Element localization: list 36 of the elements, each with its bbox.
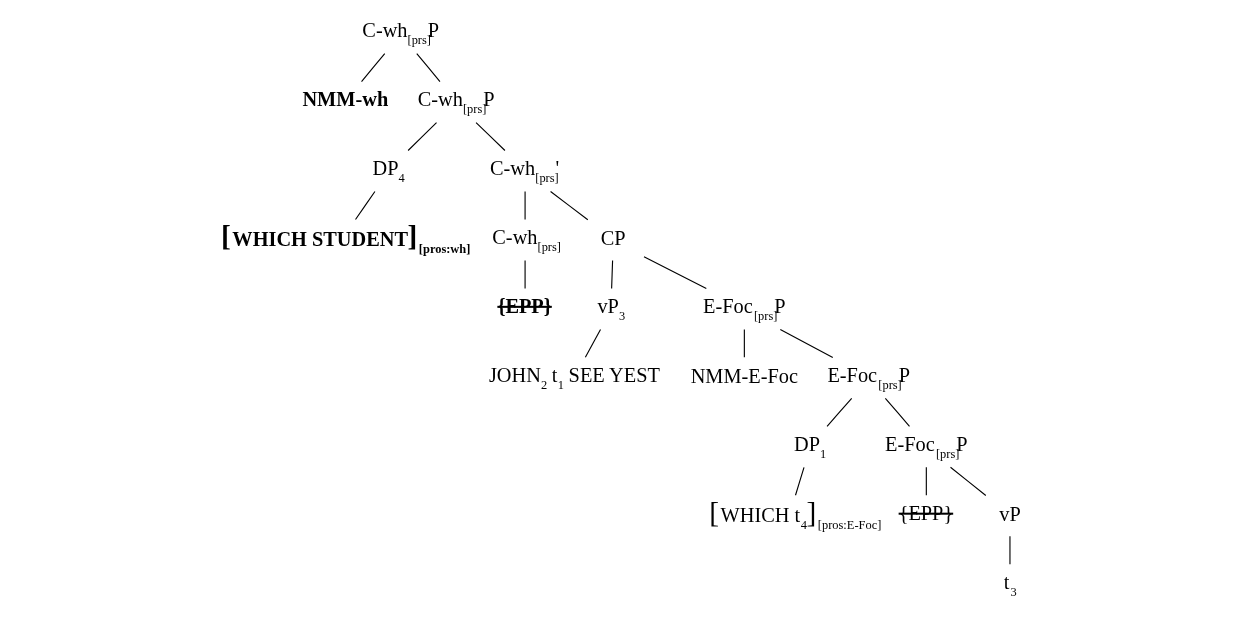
node-text: E-Foc$_{[prs]}$P: [885, 432, 968, 461]
node-text: C-wh$_{[prs]}$P: [417, 88, 495, 117]
node-text: E-Foc$_{[prs]}$P: [703, 294, 786, 323]
node-text: vP: [999, 502, 1021, 525]
connector: [360, 53, 386, 83]
node-text: NMM-E-Foc: [690, 364, 798, 387]
connector: [550, 190, 589, 221]
connector: [416, 53, 441, 83]
node-text: DP$_{4}$: [372, 156, 405, 185]
node-text: C-wh$_{[prs]}$P: [362, 19, 440, 48]
connector: [354, 190, 376, 220]
node-text: JOHN$_{2}$ t$_{1}$ SEE YEST: [488, 363, 660, 392]
node-text: NMM-wh: [302, 88, 389, 111]
node-text: C-wh$_{[prs]}$: [492, 225, 561, 254]
node-text: {EPP}: [898, 501, 954, 524]
connector: [949, 466, 987, 497]
node-text: t$_{3}$: [1003, 570, 1017, 599]
connector: [779, 328, 834, 359]
connector: [794, 466, 805, 496]
connector: [584, 328, 602, 358]
node-text: DP$_{1}$: [794, 432, 827, 461]
connector: [925, 466, 927, 496]
node-text: {EPP}: [497, 294, 552, 317]
node-text: vP$_{3}$: [597, 294, 626, 323]
connector: [643, 256, 707, 290]
node-text: [WHICH STUDENT]$_{[pros:wh]}$: [221, 220, 471, 257]
node-text: C-wh$_{[prs]}$': [490, 156, 560, 185]
node-text: E-Foc$_{[prs]}$P: [827, 363, 910, 392]
connector: [407, 122, 438, 152]
connector: [475, 122, 506, 152]
connector: [611, 259, 614, 289]
node-text: CP: [600, 227, 626, 250]
connector: [884, 397, 911, 427]
node-text: [WHICH t$_{4}$]$_{[pros:E-Foc]}$: [709, 495, 882, 532]
connector: [826, 397, 853, 427]
connector: [743, 328, 745, 358]
